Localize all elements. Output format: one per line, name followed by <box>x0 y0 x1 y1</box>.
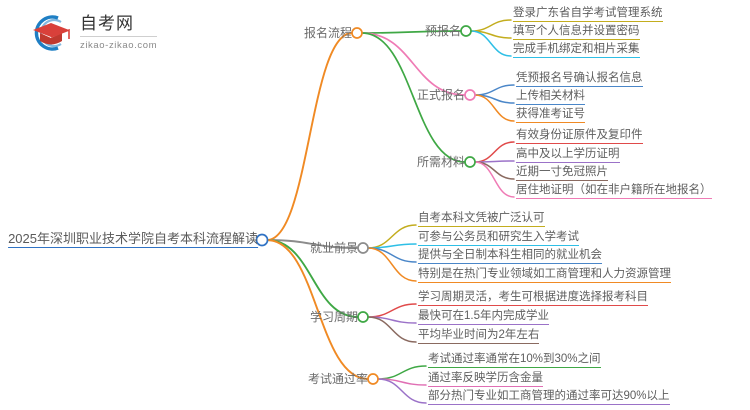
leaf-node[interactable]: 获得准考证号 <box>516 107 585 123</box>
graduation-cap-logo-icon <box>28 12 74 54</box>
leaf-node[interactable]: 上传相关材料 <box>516 89 585 105</box>
leaf-node[interactable]: 学习周期灵活，考生可根据进度选择报考科目 <box>418 290 648 306</box>
leaf-node[interactable]: 近期一寸免冠照片 <box>516 165 608 181</box>
logo-domain: zikao-zikao.com <box>80 40 158 51</box>
leaf-node[interactable]: 可参与公务员和研究生入学考试 <box>418 230 579 246</box>
logo-title: 自考网 <box>80 14 158 37</box>
branch-label-employment-prospects[interactable]: 就业前景 <box>309 241 358 255</box>
leaf-node[interactable]: 特别是在热门专业领域如工商管理和人力资源管理 <box>418 267 671 283</box>
site-logo: 自考网 zikao-zikao.com <box>28 12 158 54</box>
leaf-node[interactable]: 完成手机绑定和相片采集 <box>513 42 640 58</box>
leaf-node[interactable]: 居住地证明（如在非户籍所在地报名） <box>516 183 712 199</box>
leaf-node[interactable]: 提供与全日制本科生相同的就业机会 <box>418 248 602 264</box>
sub-branch-label-formal-registration[interactable]: 正式报名 <box>416 88 465 102</box>
leaf-node[interactable]: 部分热门专业如工商管理的通过率可达90%以上 <box>428 389 670 405</box>
sub-branch-label-required-materials[interactable]: 所需材料 <box>416 155 465 169</box>
logo-text-block: 自考网 zikao-zikao.com <box>80 12 158 52</box>
leaf-node[interactable]: 凭预报名号确认报名信息 <box>516 71 643 87</box>
leaf-node[interactable]: 有效身份证原件及复印件 <box>516 128 643 144</box>
leaf-node[interactable]: 平均毕业时间为2年左右 <box>418 328 540 344</box>
branch-label-pass-rate[interactable]: 考试通过率 <box>307 372 368 386</box>
leaf-node[interactable]: 通过率反映学历含金量 <box>428 371 543 387</box>
leaf-node[interactable]: 考试通过率通常在10%到30%之间 <box>428 352 601 368</box>
branch-label-registration-process[interactable]: 报名流程 <box>303 26 352 40</box>
sub-branch-label-pre-registration[interactable]: 预报名 <box>424 24 461 38</box>
root-node-label[interactable]: 2025年深圳职业技术学院自考本科流程解读 <box>8 231 258 248</box>
branch-label-study-duration[interactable]: 学习周期 <box>309 310 358 324</box>
leaf-node[interactable]: 最快可在1.5年内完成学业 <box>418 309 549 325</box>
leaf-node[interactable]: 填写个人信息并设置密码 <box>513 24 640 40</box>
leaf-node[interactable]: 高中及以上学历证明 <box>516 147 620 163</box>
leaf-node[interactable]: 登录广东省自学考试管理系统 <box>513 6 663 22</box>
leaf-node[interactable]: 自考本科文凭被广泛认可 <box>418 211 545 227</box>
